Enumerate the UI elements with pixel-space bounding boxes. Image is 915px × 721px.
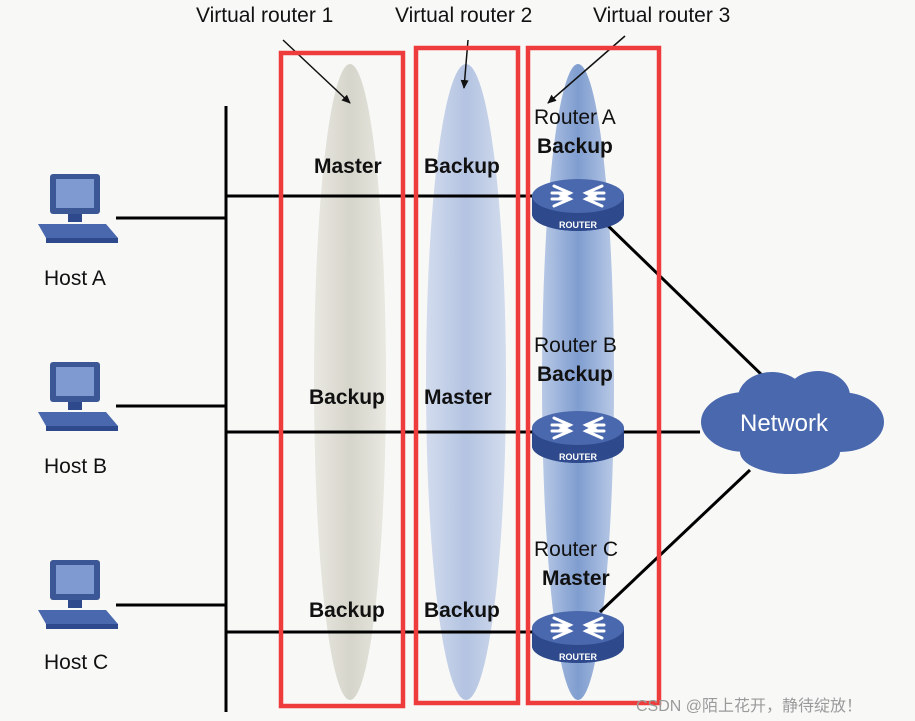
vr2-router-c-role: Backup — [424, 599, 500, 622]
vr1-pointer-arrow — [282, 39, 351, 104]
router-a-role: Backup — [537, 135, 613, 158]
router-c-role: Master — [542, 567, 610, 590]
router-a-icon-text: ROUTER — [559, 220, 598, 230]
host-c-computer-icon — [38, 560, 118, 629]
virtual-router-1-title: Virtual router 1 — [196, 4, 334, 27]
virtual-router-2-ellipse — [426, 64, 506, 700]
host-a-label: Host A — [44, 267, 106, 290]
host-b-label: Host B — [44, 455, 108, 478]
router-a-network-link — [598, 216, 767, 380]
virtual-router-3-title: Virtual router 3 — [593, 4, 731, 27]
vr1-router-c-role: Backup — [309, 599, 385, 622]
host-b-computer-icon — [38, 362, 118, 431]
router-a-icon: ROUTER — [532, 179, 624, 231]
host-a-computer-icon — [38, 174, 118, 243]
host-c-label: Host C — [44, 651, 109, 674]
vr2-highlight-box — [413, 45, 521, 706]
vr2-router-a-role: Backup — [424, 155, 500, 178]
router-c-icon: ROUTER — [532, 611, 624, 663]
router-b-role: Backup — [537, 363, 613, 386]
router-c-network-link — [598, 468, 752, 614]
network-label: Network — [740, 410, 829, 437]
router-b-icon: ROUTER — [532, 411, 624, 463]
vr1-router-b-role: Backup — [309, 386, 385, 409]
vr1-highlight-box — [278, 50, 406, 709]
watermark: CSDN @陌上花开，静待绽放！ — [636, 698, 863, 715]
network-cloud-icon — [701, 371, 884, 474]
router-a-name: Router A — [534, 106, 616, 129]
router-b-icon-text: ROUTER — [559, 452, 598, 462]
router-c-icon-text: ROUTER — [559, 652, 598, 662]
vr1-router-a-role: Master — [314, 155, 382, 178]
router-b-name: Router B — [534, 334, 617, 357]
router-c-name: Router C — [534, 538, 619, 561]
vr3-highlight-box — [525, 45, 662, 706]
vr2-router-b-role: Master — [424, 386, 492, 409]
virtual-router-2-title: Virtual router 2 — [395, 4, 533, 27]
virtual-router-1-ellipse — [314, 64, 386, 700]
